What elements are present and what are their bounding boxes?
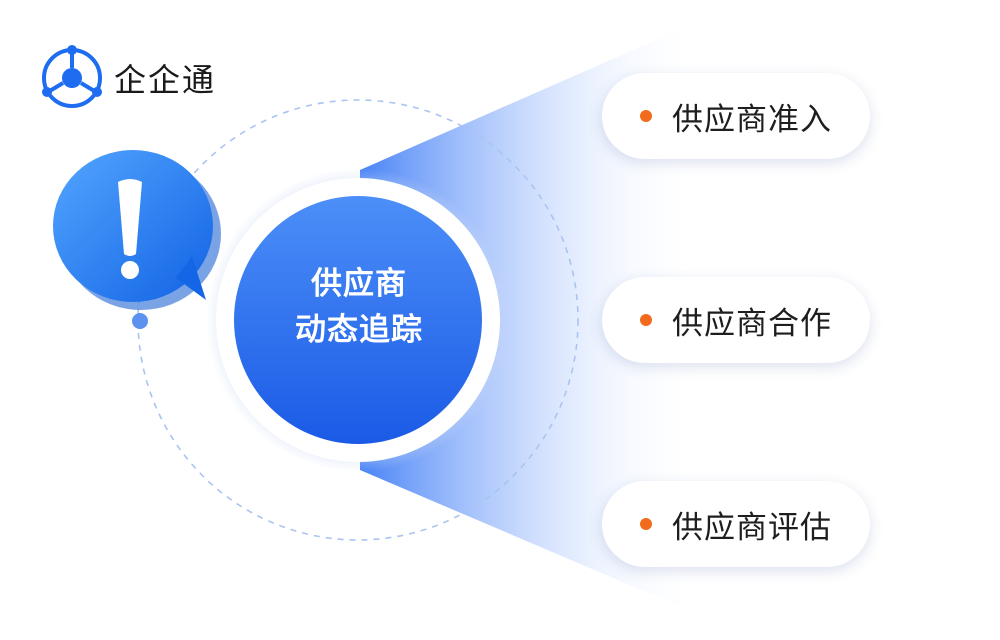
- orbit-dot: [132, 313, 148, 329]
- center-circle: [234, 196, 482, 444]
- center-label-line2: 动态追踪: [295, 312, 423, 348]
- item-supplier-evaluation: 供应商评估: [602, 481, 870, 567]
- bullet-dot: [640, 110, 652, 122]
- item-label: 供应商评估: [672, 509, 832, 546]
- center-label: 供应商 动态追踪: [237, 261, 481, 353]
- bullet-dot: [640, 314, 652, 326]
- network-hexagon-icon: [42, 45, 102, 108]
- bullet-dot: [640, 518, 652, 530]
- item-supplier-admission: 供应商准入: [602, 73, 870, 159]
- center-label-line1: 供应商: [311, 266, 407, 302]
- dashed-orbit: [137, 99, 579, 541]
- light-beam: [360, 25, 700, 615]
- brand: 企企通: [40, 50, 216, 106]
- exclamation-speech-bubble-icon: [53, 150, 221, 310]
- item-label: 供应商准入: [672, 101, 832, 138]
- brand-name: 企企通: [114, 61, 217, 99]
- item-label: 供应商合作: [672, 305, 832, 342]
- item-supplier-cooperation: 供应商合作: [602, 277, 870, 363]
